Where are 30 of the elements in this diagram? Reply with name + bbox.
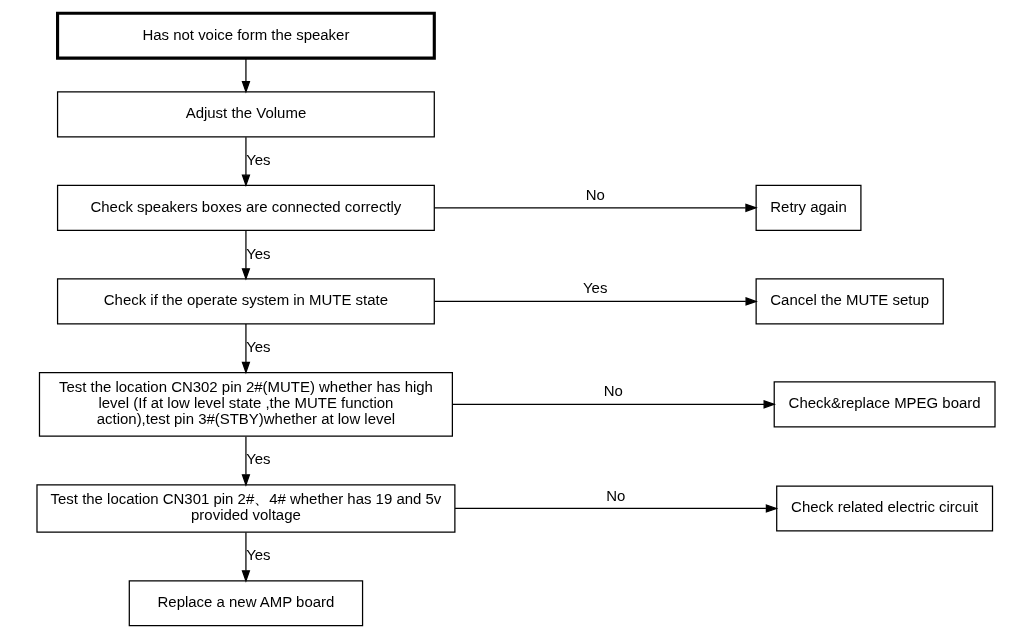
- node-box: Cancel the MUTE setup: [755, 278, 944, 325]
- edge-label: Yes: [245, 450, 271, 468]
- edge-label: Yes: [245, 150, 271, 168]
- arrow: [451, 399, 776, 409]
- node-box: Check related electric circuit: [775, 485, 993, 532]
- node-box: Adjust the Volume: [56, 91, 435, 138]
- arrow: [241, 436, 250, 487]
- arrow: [241, 230, 250, 281]
- arrow: [241, 57, 250, 94]
- node-box: Check&replace MPEG board: [773, 381, 996, 428]
- arrow: [453, 504, 778, 513]
- arrow: [241, 531, 250, 583]
- edge-label: No: [585, 185, 605, 203]
- edge-label: Yes: [245, 338, 271, 356]
- node-box: Check speakers boxes are connected correctly: [56, 184, 435, 231]
- node-box: Test the location CN301 pin 2#、4# whether has 19 and 5v provided voltage: [35, 484, 455, 533]
- edge-label: No: [605, 486, 625, 504]
- arrow: [433, 203, 758, 213]
- arrow: [241, 323, 250, 375]
- edge-label: Yes: [245, 244, 271, 262]
- edge-label: No: [603, 382, 623, 400]
- node-box: Check if the operate system in MUTE state: [56, 278, 435, 325]
- edge-label: Yes: [582, 279, 607, 297]
- arrow: [241, 136, 250, 188]
- node-box: Has not voice form the speaker: [55, 11, 436, 60]
- node-box: Test the location CN302 pin 2#(MUTE) whether has high level (If at low level state ,the MUTE function action),test pin 3#(STBY)whether at low level: [38, 371, 453, 437]
- arrow: [433, 297, 758, 306]
- node-box: Replace a new AMP board: [128, 580, 363, 627]
- edge-label: Yes: [245, 546, 271, 564]
- node-box: Retry again: [755, 184, 862, 231]
